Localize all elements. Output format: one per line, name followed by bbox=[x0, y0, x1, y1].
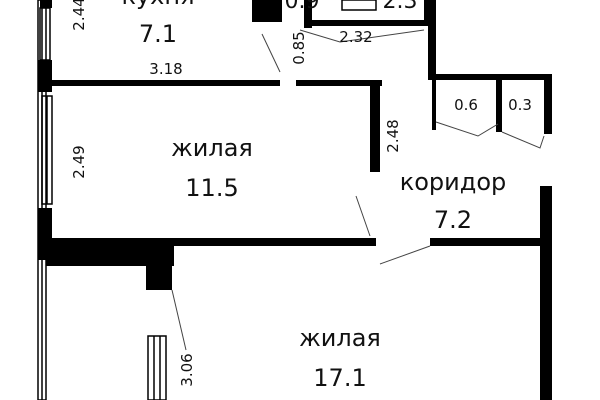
dim-kitchen-height: 2.44 bbox=[70, 0, 88, 31]
bath-fixture bbox=[341, 0, 377, 11]
wall-kitchen-bottom bbox=[46, 80, 280, 86]
wall-living-small-right bbox=[370, 82, 380, 172]
dim-living-small-height: 2.49 bbox=[70, 145, 88, 178]
dim-kitchen-width: 3.18 bbox=[149, 60, 182, 78]
wall-closet-top bbox=[428, 74, 552, 80]
bath-a-area: 0.9 bbox=[285, 0, 320, 14]
wall-pillar-top bbox=[252, 0, 282, 22]
door-closet-b bbox=[501, 131, 545, 149]
wall-left-mid bbox=[38, 60, 52, 92]
door-lower-left bbox=[171, 289, 187, 351]
door-closet-a bbox=[435, 121, 499, 137]
door-living-large bbox=[379, 245, 431, 265]
door-bath bbox=[299, 29, 425, 43]
wall-kitchen-bottom-right bbox=[296, 80, 382, 86]
wall-closet-right bbox=[544, 74, 552, 134]
kitchen-area: 7.1 bbox=[139, 20, 177, 48]
dim-living-small-right: 2.48 bbox=[384, 119, 402, 152]
closet-a-area: 0.6 bbox=[454, 96, 478, 114]
corridor-area: 7.2 bbox=[434, 206, 472, 234]
wall-corridor-top-right bbox=[428, 0, 436, 80]
wall-right-long bbox=[540, 186, 552, 400]
corridor-name: коридор bbox=[400, 168, 507, 196]
door-living-small bbox=[355, 195, 371, 237]
wall-bath-left bbox=[304, 0, 312, 28]
wall-closet-divider bbox=[496, 78, 502, 132]
living-large-area: 17.1 bbox=[313, 364, 366, 392]
dim-bath-width: 2.32 bbox=[339, 28, 372, 46]
wall-lower-pillar bbox=[146, 244, 172, 290]
living-small-area: 11.5 bbox=[185, 174, 238, 202]
kitchen-name: кухня bbox=[121, 0, 194, 10]
dim-kitchen-door: 0.85 bbox=[290, 31, 308, 64]
wall-bath-bottom bbox=[304, 20, 432, 26]
door-kitchen bbox=[261, 33, 281, 73]
wall-large-top-right bbox=[430, 238, 550, 246]
dim-living-large-height: 3.06 bbox=[178, 353, 196, 386]
closet-b-area: 0.3 bbox=[508, 96, 532, 114]
left-window-frame bbox=[37, 0, 47, 400]
bath-b-area: 2.3 bbox=[383, 0, 418, 14]
wall-lower-partition bbox=[46, 244, 174, 266]
living-large-name: жилая bbox=[299, 324, 381, 352]
wall-living-small-bottom bbox=[46, 238, 376, 246]
living-small-name: жилая bbox=[171, 134, 253, 162]
wall-left-upper bbox=[40, 0, 52, 8]
window-kitchen bbox=[39, 7, 51, 61]
wall-closet-left bbox=[432, 80, 436, 130]
radiator bbox=[147, 335, 167, 400]
